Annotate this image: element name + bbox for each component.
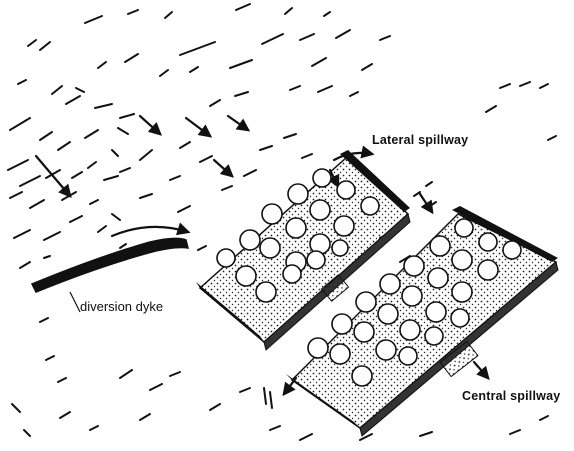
trees-upper bbox=[216, 168, 380, 303]
diversion-dyke-label: diversion dyke bbox=[80, 299, 164, 314]
lateral-spillway-gap bbox=[320, 274, 350, 302]
dyke-leader-line bbox=[69, 291, 81, 313]
central-spillway-label: Central spillway bbox=[462, 389, 561, 403]
orchard-plot-upper bbox=[196, 150, 411, 351]
central-spillway-gap bbox=[439, 340, 479, 378]
orchard-plot-lower bbox=[286, 206, 559, 437]
diversion-dyke bbox=[30, 237, 190, 313]
trees-lower bbox=[307, 218, 522, 387]
flow-arrows bbox=[34, 114, 490, 397]
lateral-spillway-label: Lateral spillway bbox=[372, 133, 469, 147]
runoff-flow-lines bbox=[7, 3, 557, 441]
